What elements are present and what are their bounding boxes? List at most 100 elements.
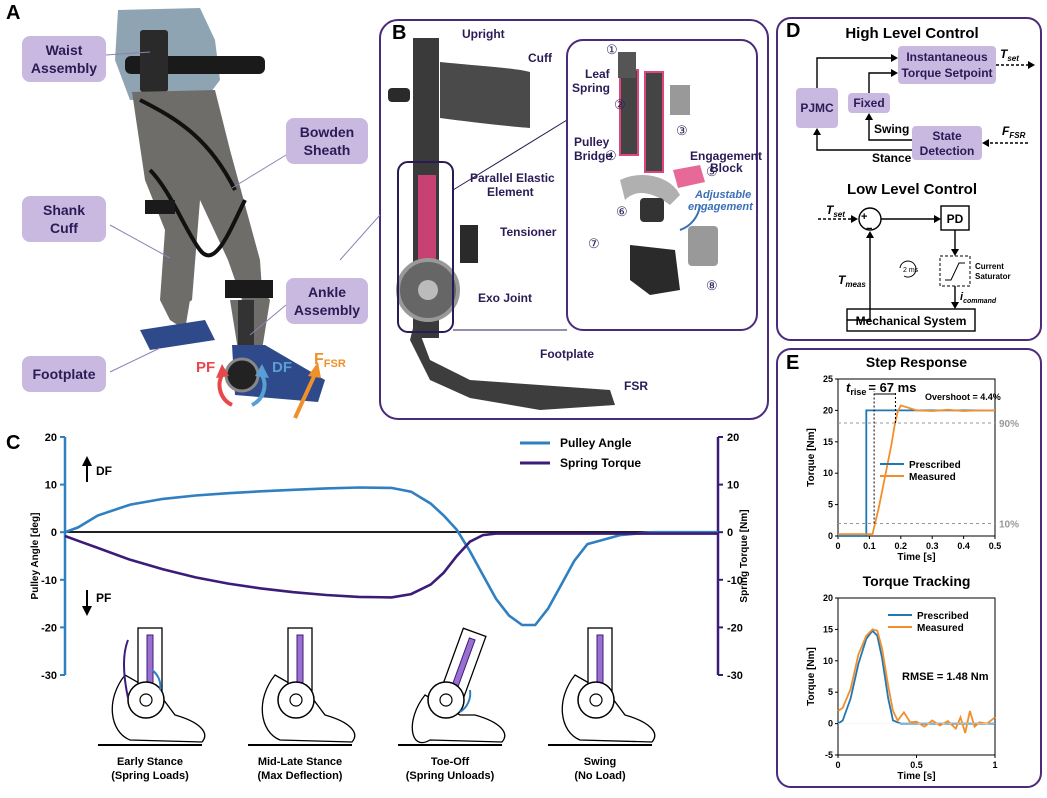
- ylabel-right: Spring Torque [Nm]: [739, 509, 750, 602]
- ylabel-left: Pulley Angle [deg]: [30, 513, 41, 600]
- panel-b: ① ② ③ ④ ⑤ ⑥ ⑦ ⑧ Upright Cuff Parallel El…: [339, 19, 769, 420]
- waist-tag-line2: Assembly: [30, 60, 98, 76]
- conn-fixed-inst: [868, 72, 893, 93]
- x-axis-label: Time [s]: [897, 771, 935, 782]
- ah-8: [934, 215, 941, 223]
- leader-ankle: [249, 304, 287, 336]
- swing-label: Swing: [874, 122, 909, 136]
- phase-name: Swing: [584, 756, 616, 768]
- ah-9: [951, 249, 959, 256]
- loop-icon: [899, 260, 917, 278]
- left-tick-label: -10: [41, 575, 57, 587]
- rise-t: t: [846, 380, 851, 395]
- callout-5: ⑤: [706, 164, 718, 179]
- bowden-tag-line2: Sheath: [303, 142, 351, 158]
- ah-11: [866, 231, 874, 238]
- ffsr-label: FFSR: [1002, 124, 1026, 140]
- ah-3: [865, 113, 873, 120]
- rise-time-label: trise= 67 ms: [846, 380, 916, 397]
- state-2: Detection: [920, 144, 975, 158]
- phase-desc: (Spring Unloads): [406, 770, 495, 782]
- right-tick-label: 20: [727, 432, 739, 444]
- shank-strap-left: [145, 200, 175, 214]
- plot-frame: [837, 378, 996, 537]
- tset-in-label: Tset: [826, 203, 845, 219]
- high-level-title: High Level Control: [845, 25, 978, 42]
- label-engagement-2: Block: [710, 161, 743, 175]
- stance-label: Stance: [872, 151, 912, 165]
- chart-title: Step Response: [866, 354, 967, 370]
- icmd-main: i: [960, 291, 964, 303]
- legend-label: Prescribed: [917, 611, 969, 622]
- right-tick-label: 0: [727, 527, 733, 539]
- ah-1: [891, 54, 898, 62]
- footplate-part: [410, 320, 615, 410]
- x-tick-label: 0.5: [910, 760, 923, 770]
- callout-4: ④: [605, 148, 617, 163]
- right-shoe: [232, 345, 325, 402]
- df-arrow-head: [255, 364, 269, 378]
- zoom-line-top: [452, 119, 568, 191]
- rise-sub: rise: [850, 387, 866, 397]
- leader-shank: [109, 224, 171, 259]
- tset-sub: set: [1007, 54, 1019, 63]
- gait-phase-4: Swing(No Load): [548, 627, 656, 782]
- panel-label-d: D: [786, 20, 801, 42]
- ah-2: [891, 69, 898, 77]
- shank-cuff-right: [225, 280, 273, 298]
- shank-tag-line1: Shank: [42, 202, 85, 218]
- minus-sign: −: [866, 223, 872, 235]
- ah-7: [851, 215, 858, 223]
- tmeas-label: Tmeas: [838, 273, 866, 289]
- unload-arrow: [459, 689, 472, 713]
- fixed-box: [848, 93, 890, 113]
- exo-joint-hub: [418, 280, 438, 300]
- x-tick-label: 1: [992, 760, 997, 770]
- pee-highlight-box: [397, 161, 454, 333]
- exploded-view-box: [566, 39, 758, 331]
- part-6: [640, 198, 664, 222]
- bowden-tag-line1: Bowden: [299, 124, 355, 140]
- callout-8: ⑧: [706, 278, 718, 293]
- df-text-c: DF: [96, 464, 112, 478]
- y-axis-label: Torque [Nm]: [806, 647, 817, 706]
- icmd-label: icommand: [960, 291, 997, 305]
- legend-spring-label: Spring Torque: [560, 456, 641, 470]
- x-tick-label: 0.5: [989, 541, 1002, 551]
- ankle-tag-line1: Ankle: [307, 284, 347, 300]
- phase-name: Mid-Late Stance: [258, 756, 342, 768]
- y-tick-label: 20: [823, 405, 833, 415]
- icmd-sub: command: [963, 298, 997, 305]
- label-adjustable-2: engagement: [688, 201, 754, 213]
- legend-pulley-label: Pulley Angle: [560, 436, 632, 450]
- label-leaf-spring-2: Spring: [572, 81, 610, 95]
- ninety-label: 90%: [999, 419, 1019, 430]
- right-tick-label: 10: [727, 480, 739, 492]
- pd-text: PD: [947, 212, 964, 226]
- panel-b-frame: [379, 19, 769, 420]
- high-level-connectors: [816, 57, 1030, 151]
- leader-waist: [105, 51, 151, 56]
- panel-label-a: A: [6, 2, 21, 24]
- chart-title: Torque Tracking: [863, 573, 971, 589]
- sat-2: Saturator: [975, 272, 1011, 281]
- gait-phases: Early Stance(Spring Loads)Mid-Late Stanc…: [98, 627, 656, 782]
- mech-system-text: Mechanical System: [856, 314, 967, 328]
- x-tick-label: 0: [835, 541, 840, 551]
- right-tick-label: -30: [727, 670, 743, 682]
- left-tick-label: 0: [51, 527, 57, 539]
- ffsr-main: F: [1002, 124, 1010, 138]
- leader-bowden: [231, 154, 287, 189]
- waist-assembly-unit: [140, 30, 168, 92]
- state-detection-box: [912, 126, 982, 160]
- part-8: [688, 226, 718, 266]
- label-footplate: Footplate: [540, 347, 594, 361]
- bowden-cable-2: [139, 98, 237, 191]
- df-arrowhead-c: [82, 456, 92, 466]
- low-level-connectors: [818, 218, 956, 321]
- ah-4: [813, 128, 821, 135]
- x-tick-label: 0.1: [863, 541, 876, 551]
- ah-5: [1028, 61, 1035, 69]
